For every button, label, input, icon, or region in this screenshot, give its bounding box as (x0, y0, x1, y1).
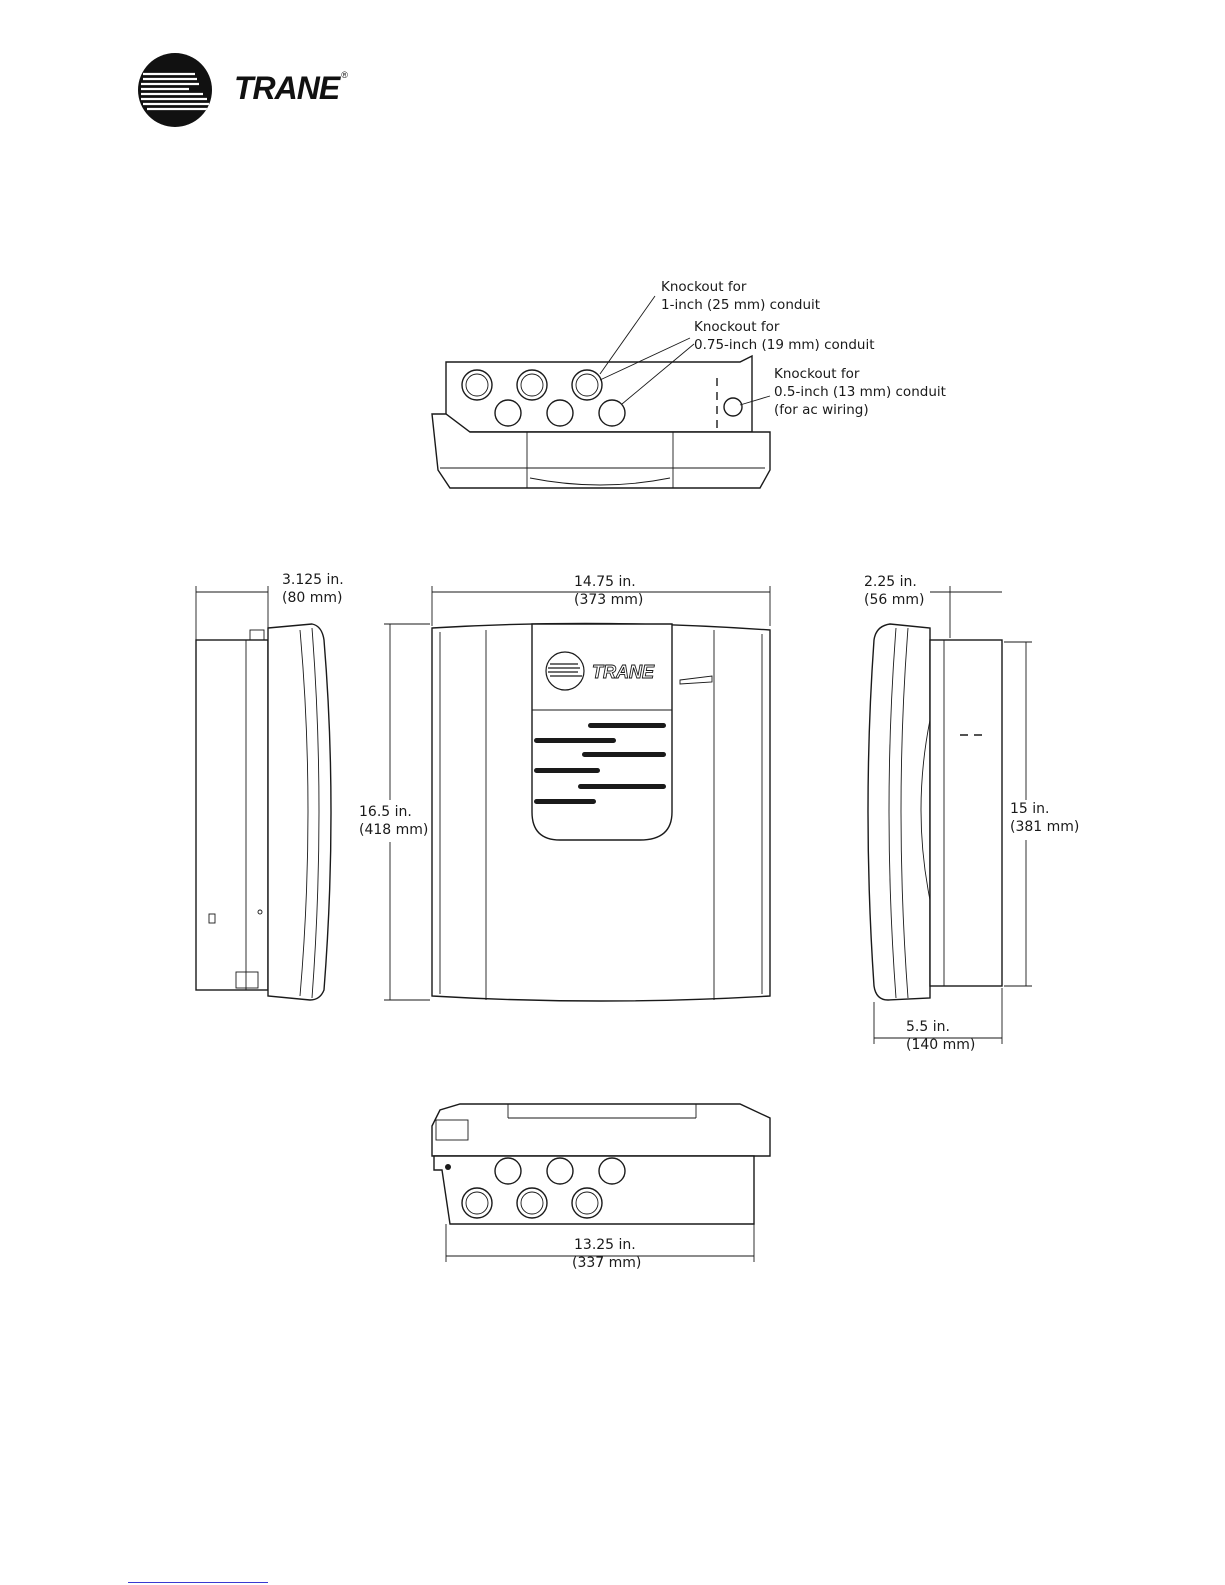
front-height-in: 16.5 in. (359, 804, 412, 820)
callout-05-line1: Knockout for (774, 366, 860, 382)
badge-text: TRANE (592, 662, 655, 682)
bottom-width-in: 13.25 in. (574, 1237, 636, 1253)
front-width-in: 14.75 in. (574, 574, 636, 590)
bottom-view: 13.25 in. (337 mm) (432, 1104, 770, 1271)
callout-1inch-line1: Knockout for (661, 279, 747, 295)
left-depth-in: 3.125 in. (282, 572, 344, 588)
right-depth-mm: (140 mm) (906, 1037, 975, 1053)
bottom-width-mm: (337 mm) (572, 1255, 641, 1271)
front-width-mm: (373 mm) (574, 592, 643, 608)
left-side-view: 3.125 in. (80 mm) (196, 572, 344, 1000)
footer-rule (128, 1582, 268, 1583)
callout-05-line2: 0.5-inch (13 mm) conduit (774, 384, 946, 400)
right-cover-in: 2.25 in. (864, 574, 917, 590)
right-height-mm: (381 mm) (1010, 819, 1079, 835)
front-height-mm: (418 mm) (359, 822, 428, 838)
front-view: TRANE 14.75 in. (373 mm) 16.5 in. (418 m… (359, 574, 770, 1001)
callout-05-line3: (for ac wiring) (774, 402, 869, 418)
left-depth-mm: (80 mm) (282, 590, 342, 606)
callout-075-line2: 0.75-inch (19 mm) conduit (694, 337, 875, 353)
right-cover-mm: (56 mm) (864, 592, 924, 608)
right-depth-in: 5.5 in. (906, 1019, 950, 1035)
callout-1inch-line2: 1-inch (25 mm) conduit (661, 297, 820, 313)
top-view: Knockout for 1-inch (25 mm) conduit Knoc… (432, 279, 946, 488)
right-side-view: 2.25 in. (56 mm) 15 in. (381 mm) 5.5 in.… (864, 574, 1079, 1053)
right-height-in: 15 in. (1010, 801, 1049, 817)
callout-075-line1: Knockout for (694, 319, 780, 335)
